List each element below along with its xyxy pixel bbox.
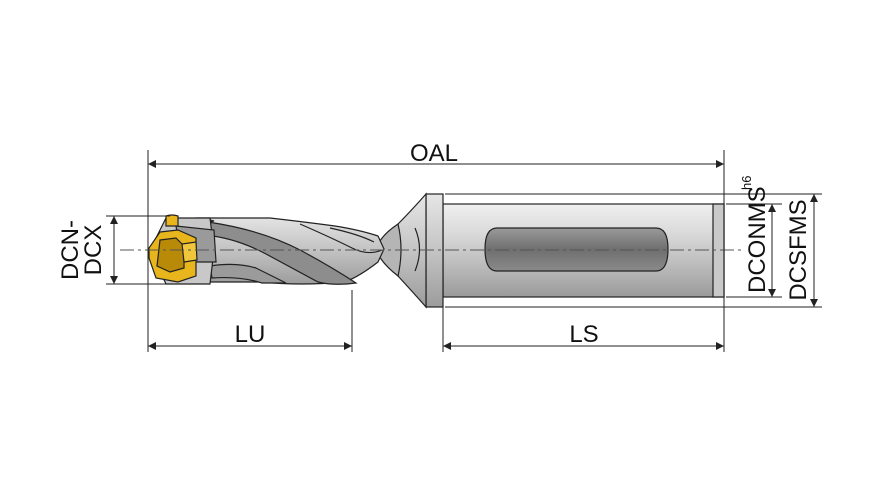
cutting-head [148,214,217,285]
label-dconms: DCONMS [744,186,771,293]
label-dcn: DCN- [57,220,84,280]
label-lu: LU [235,321,266,348]
dimension-labels: OAL LU LS DCN- DCX DCONMS h6 DCSFMS [57,140,812,348]
flute-lower [209,263,287,284]
label-oal: OAL [410,140,458,167]
drill-body [185,217,385,285]
insert-top-edge [165,214,179,227]
label-dconms-tolerance: h6 [739,176,754,190]
label-ls: LS [569,321,598,348]
dimension-lines [110,160,818,350]
flute-spiral [299,223,383,254]
extension-lines [106,150,822,352]
label-dcsfms: DCSFMS [785,199,812,300]
flange-ring [414,227,421,272]
insert-tip [181,241,198,263]
flute-upper [204,221,358,285]
label-dcx: DCX [80,225,107,276]
insert-chipbreaker [156,237,185,273]
flange [375,192,444,309]
flute-spiral-lower [329,227,375,243]
